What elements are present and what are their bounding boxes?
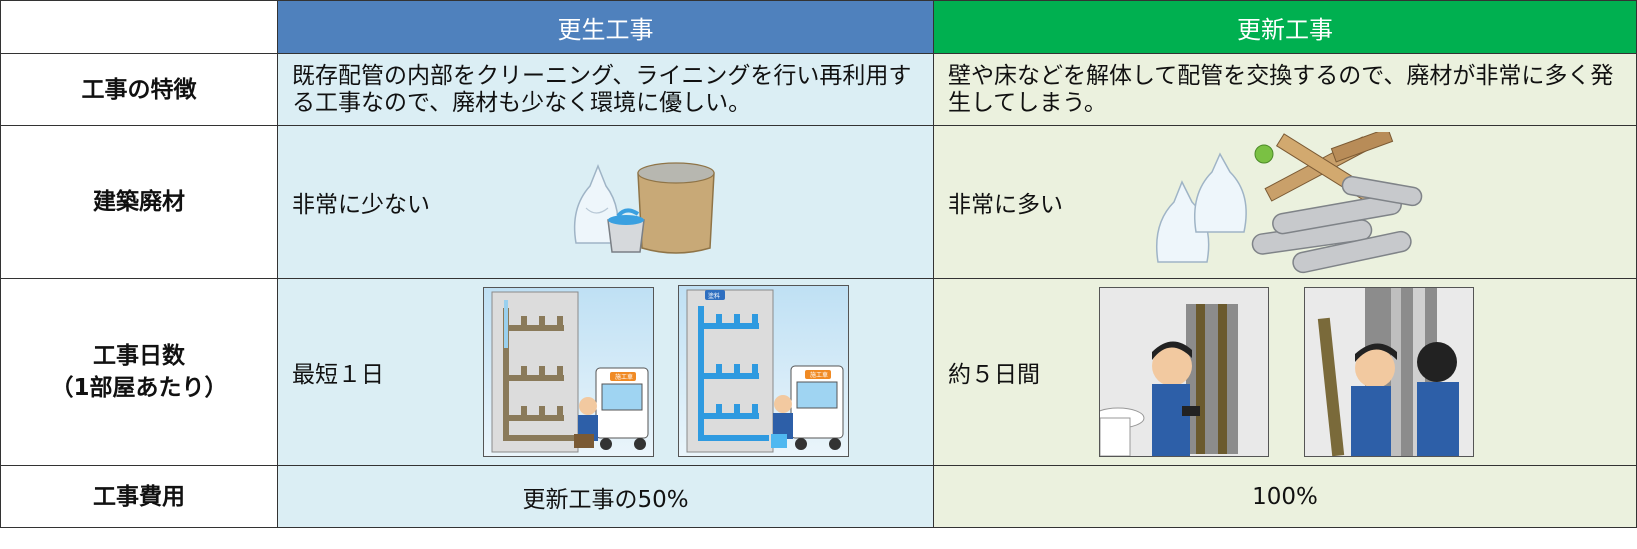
header-row: 更生工事 更新工事: [0, 0, 1637, 54]
truck-sign-1: 施工車: [615, 374, 634, 381]
row-features: 工事の特徴 既存配管の内部をクリーニング、ライニングを行い再利用する工事なので、…: [0, 53, 1637, 126]
demolition-illustration: [1099, 287, 1269, 457]
label-cost: 工事費用: [0, 465, 278, 528]
pipe-replacement-illustration: [1304, 287, 1474, 457]
small-waste-illustration: [573, 162, 715, 254]
features-replacement: 壁や床などを解体して配管を交換するので、廃材が非常に多く発生してしまう。: [933, 53, 1637, 126]
waste-renovation-cell: 非常に少ない: [277, 125, 934, 279]
label-days-line2: （1部屋あたり）: [50, 375, 228, 401]
corner-cell: [0, 0, 278, 54]
comparison-table: 更生工事 更新工事 工事の特徴 既存配管の内部をクリーニング、ライニングを行い再…: [0, 0, 1637, 528]
row-waste: 建築廃材 非常に少ない 非常に多い: [0, 125, 1637, 279]
waste-replacement-text: 非常に多い: [948, 192, 1063, 218]
days-replacement-cell: 約５日間: [933, 278, 1637, 466]
waste-replacement-cell: 非常に多い: [933, 125, 1637, 279]
waste-renovation-text: 非常に少ない: [292, 192, 430, 218]
row-cost: 工事費用 更新工事の50% 100%: [0, 465, 1637, 528]
large-waste-illustration: [1155, 132, 1423, 274]
label-days-line1: 工事日数: [93, 343, 185, 369]
header-replacement: 更新工事: [933, 0, 1637, 54]
lining-illustration: 塗料 施工車: [678, 285, 849, 457]
features-renovation: 既存配管の内部をクリーニング、ライニングを行い再利用する工事なので、廃材も少なく…: [277, 53, 934, 126]
cleaning-illustration: 施工車: [483, 287, 654, 457]
label-days: 工事日数 （1部屋あたり）: [0, 278, 278, 466]
tank-sign: 塗料: [708, 293, 721, 300]
truck-sign-2: 施工車: [810, 372, 829, 379]
label-waste: 建築廃材: [0, 125, 278, 279]
cost-renovation: 更新工事の50%: [277, 465, 934, 528]
row-days: 工事日数 （1部屋あたり） 最短１日: [0, 278, 1637, 466]
days-replacement-text: 約５日間: [948, 362, 1040, 388]
label-features: 工事の特徴: [0, 53, 278, 126]
cost-replacement: 100%: [933, 465, 1637, 528]
days-renovation-cell: 最短１日: [277, 278, 934, 466]
days-renovation-text: 最短１日: [292, 362, 384, 388]
header-renovation: 更生工事: [277, 0, 934, 54]
